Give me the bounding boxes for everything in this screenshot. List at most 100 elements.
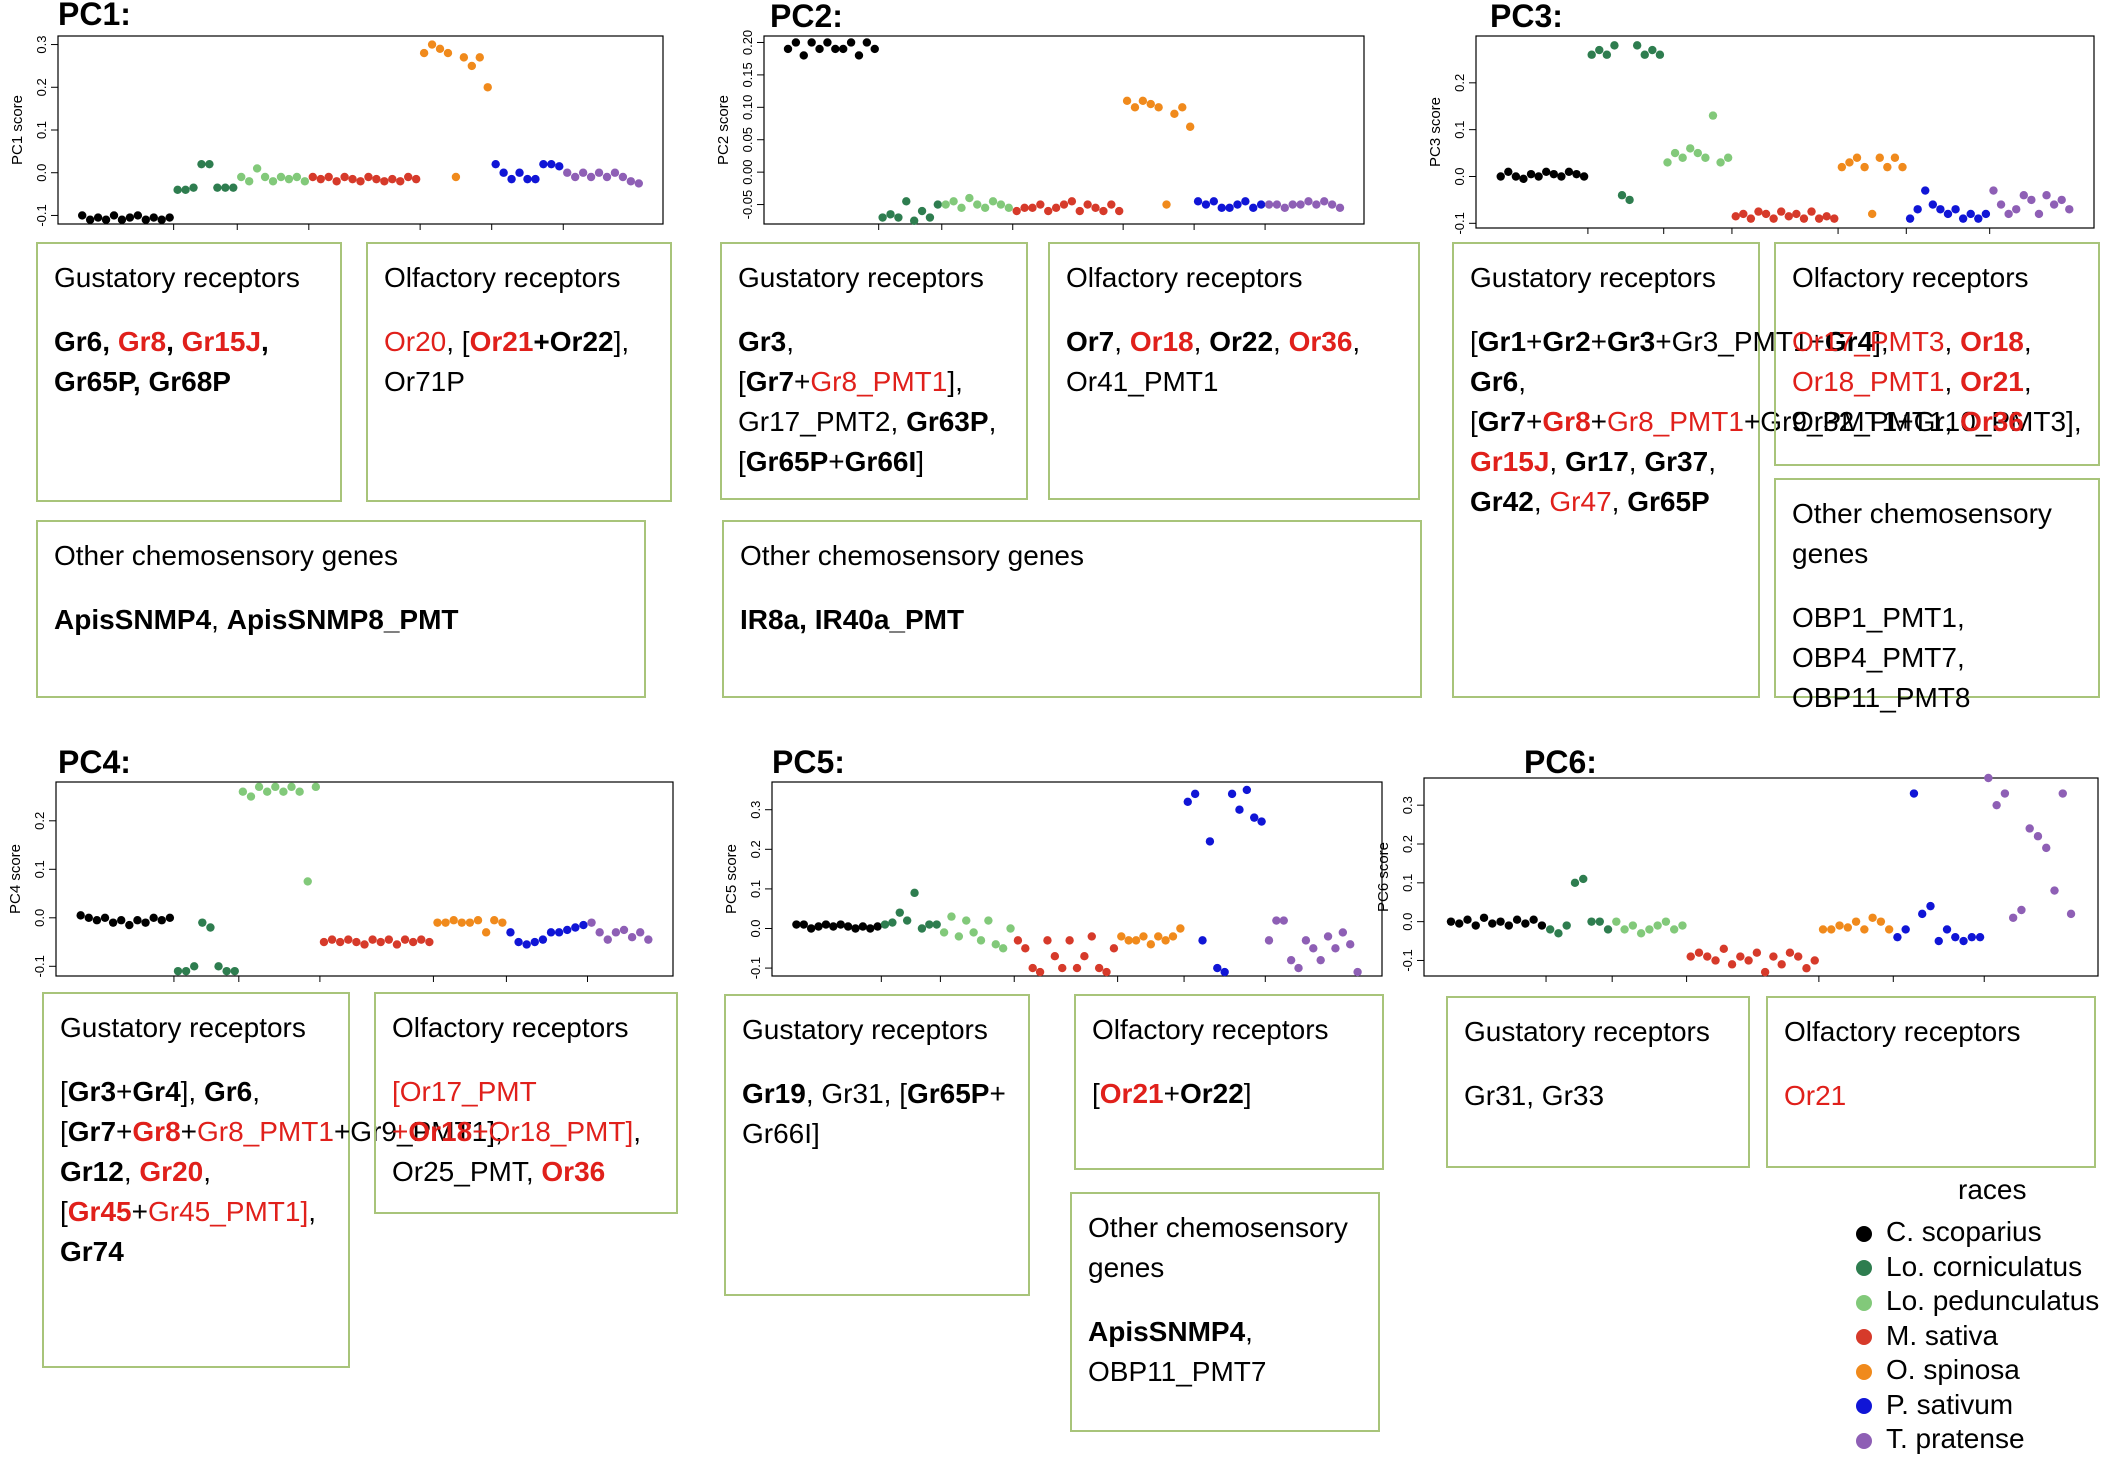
data-point [866, 924, 875, 933]
y-tick-label: -0.1 [748, 957, 763, 979]
data-point [279, 787, 288, 796]
data-point [1951, 932, 1960, 942]
gene-text: Gr8 [132, 1116, 181, 1147]
data-point [880, 920, 890, 929]
box-title: Olfactory receptors [384, 262, 621, 293]
data-point [300, 177, 310, 186]
data-point [791, 38, 801, 47]
data-point [1632, 41, 1642, 50]
data-point [1595, 917, 1604, 926]
gene-text: , [ [446, 326, 470, 357]
gene-list: [Or17_PMT +Or18+Or18_PMT], Or25_PMT, Or3… [392, 1072, 660, 1192]
data-point [965, 193, 974, 203]
data-point [133, 211, 143, 220]
gene-text: Gr6, [54, 326, 118, 357]
data-point [1901, 925, 1910, 934]
data-point [1335, 203, 1345, 212]
data-point [1013, 936, 1023, 945]
gene-list: [Or21+Or22] [1092, 1074, 1366, 1114]
data-point [260, 172, 270, 182]
data-point [1678, 921, 1687, 930]
data-point [1087, 932, 1096, 941]
data-point [1083, 200, 1092, 209]
legend-label: M. sativa [1886, 1319, 1999, 1351]
data-point [340, 172, 349, 182]
data-point [483, 83, 492, 92]
data-point [125, 920, 134, 930]
gene-text: Gr7 [67, 1116, 117, 1147]
gene-text: Or22 [1179, 1078, 1244, 1109]
data-point [783, 44, 793, 54]
pc5-olfactory-box: Olfactory receptors [Or21+Or22] [1074, 994, 1384, 1170]
data-point [909, 216, 919, 225]
gene-text: + [1590, 326, 1607, 357]
data-point [939, 928, 949, 937]
box-title: Olfactory receptors [1092, 1014, 1329, 1045]
data-point [579, 920, 588, 930]
data-point [634, 179, 643, 188]
data-point [523, 174, 532, 184]
data-point [2042, 191, 2051, 200]
data-point [821, 920, 831, 929]
gene-text: ], [1873, 326, 1889, 357]
gene-list: [Gr1+Gr2+Gr3+Gr3_PMT1+Gr4], Gr6, [Gr7+Gr… [1470, 322, 2082, 522]
data-point [1209, 197, 1219, 206]
gene-text: +Or18_PMT] [472, 1116, 634, 1147]
data-point [1185, 122, 1195, 131]
y-tick-label: 0.1 [748, 880, 763, 898]
data-point [1799, 214, 1809, 223]
data-point [490, 916, 499, 925]
data-point [1570, 878, 1580, 888]
data-point [214, 962, 223, 971]
data-point [1645, 925, 1654, 934]
data-point [823, 38, 832, 47]
gene-text: , [166, 326, 182, 357]
data-point [404, 172, 413, 182]
data-point [254, 782, 264, 792]
y-axis-label: PC4 score [7, 844, 24, 914]
box-title: Gustatory receptors [742, 1014, 988, 1045]
gene-text: , [1708, 446, 1716, 477]
gene-text: IR8a, IR40a_PMT [740, 604, 965, 635]
gene-text: , [1273, 326, 1289, 357]
gene-text: , [123, 1156, 140, 1187]
data-point [1099, 206, 1108, 216]
gene-text: , [1628, 446, 1645, 477]
data-point [1761, 209, 1771, 219]
data-point [962, 916, 971, 925]
data-point [531, 174, 540, 184]
data-point [400, 935, 410, 944]
data-point [1602, 50, 1612, 59]
data-point [1198, 936, 1207, 945]
data-point [836, 920, 845, 929]
data-point [435, 44, 445, 54]
plot-frame [1423, 777, 2099, 977]
data-point [1353, 967, 1362, 977]
data-point [1636, 929, 1646, 938]
data-point [384, 935, 394, 944]
data-point [515, 168, 524, 177]
data-point [1012, 206, 1021, 216]
box-title: Other chemosensory genes [1792, 498, 2052, 569]
plot-frame [1475, 35, 2095, 229]
data-point [1162, 200, 1171, 209]
data-point [1686, 952, 1695, 961]
gene-text: , [211, 604, 227, 635]
data-point [1227, 789, 1237, 799]
data-point [1760, 967, 1770, 977]
data-point [1967, 932, 1977, 942]
data-point [1670, 148, 1680, 158]
data-point [1784, 212, 1793, 221]
legend-item: Lo. corniculatus [1856, 1251, 2082, 1283]
data-point [1521, 919, 1530, 928]
legend-item: Lo. pedunculatus [1856, 1285, 2099, 1317]
data-point [1021, 944, 1030, 953]
data-point [554, 928, 564, 937]
data-point [1146, 99, 1155, 109]
gene-text: , Gr65P, Gr68P [54, 326, 269, 397]
data-point [1304, 197, 1313, 206]
data-point [1213, 963, 1222, 973]
data-point [1020, 203, 1029, 212]
